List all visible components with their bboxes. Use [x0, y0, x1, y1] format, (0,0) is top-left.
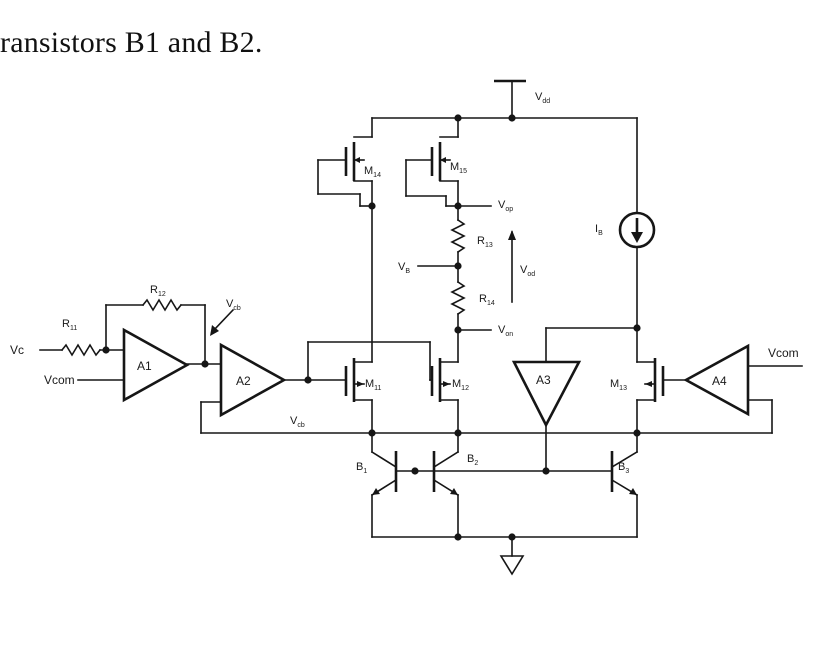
bipolar-b1-b2 [370, 432, 613, 538]
label-b2: B2 [467, 453, 478, 467]
caption-fragment: ransistors B1 and B2. [0, 26, 263, 59]
transistor-m15 [405, 117, 462, 210]
label-b3: B3 [618, 461, 629, 475]
label-vcom-right: Vcom [768, 346, 799, 360]
label-m12: M12 [452, 378, 469, 392]
amplifier-a2-loop [200, 341, 638, 434]
transistor-m13 [633, 327, 665, 437]
label-vop: Vop [498, 199, 513, 213]
label-r12: R12 [150, 284, 166, 298]
label-a4: A4 [712, 374, 727, 388]
label-vb: VB [398, 261, 410, 275]
label-vcb-top: Vcb [226, 298, 241, 312]
label-von: Von [498, 324, 513, 338]
ground-network [371, 533, 638, 576]
label-vod: Vod [520, 264, 535, 278]
label-m14: M14 [364, 165, 381, 179]
label-m13: M13 [610, 378, 627, 392]
amplifier-a4 [636, 343, 803, 434]
label-vc: Vc [10, 343, 24, 357]
transistor-m11 [344, 205, 376, 437]
label-m15: M15 [450, 161, 467, 175]
vdd-rail [371, 79, 638, 213]
transistor-m14 [317, 117, 376, 210]
label-vdd: Vdd [535, 91, 550, 105]
label-ib: IB [595, 223, 603, 237]
amplifier-a3 [511, 327, 638, 475]
label-m11: M11 [365, 378, 382, 392]
label-r13: R13 [477, 235, 493, 249]
resistor-ladder [417, 205, 516, 334]
label-r14: R14 [479, 293, 495, 307]
label-r11: R11 [62, 318, 77, 332]
label-a3: A3 [536, 373, 551, 387]
label-a2: A2 [236, 374, 251, 388]
label-a1: A1 [137, 359, 152, 373]
label-vcom-left: Vcom [44, 373, 75, 387]
label-b1: B1 [356, 461, 367, 475]
circuit-labels: Vdd M14 M15 Vop R13 Vod VB R14 Von IB R1… [10, 91, 799, 475]
current-source-ib [618, 211, 656, 332]
label-vcb-bottom: Vcb [290, 415, 305, 429]
bipolar-b3 [610, 432, 639, 538]
input-network [39, 298, 235, 403]
